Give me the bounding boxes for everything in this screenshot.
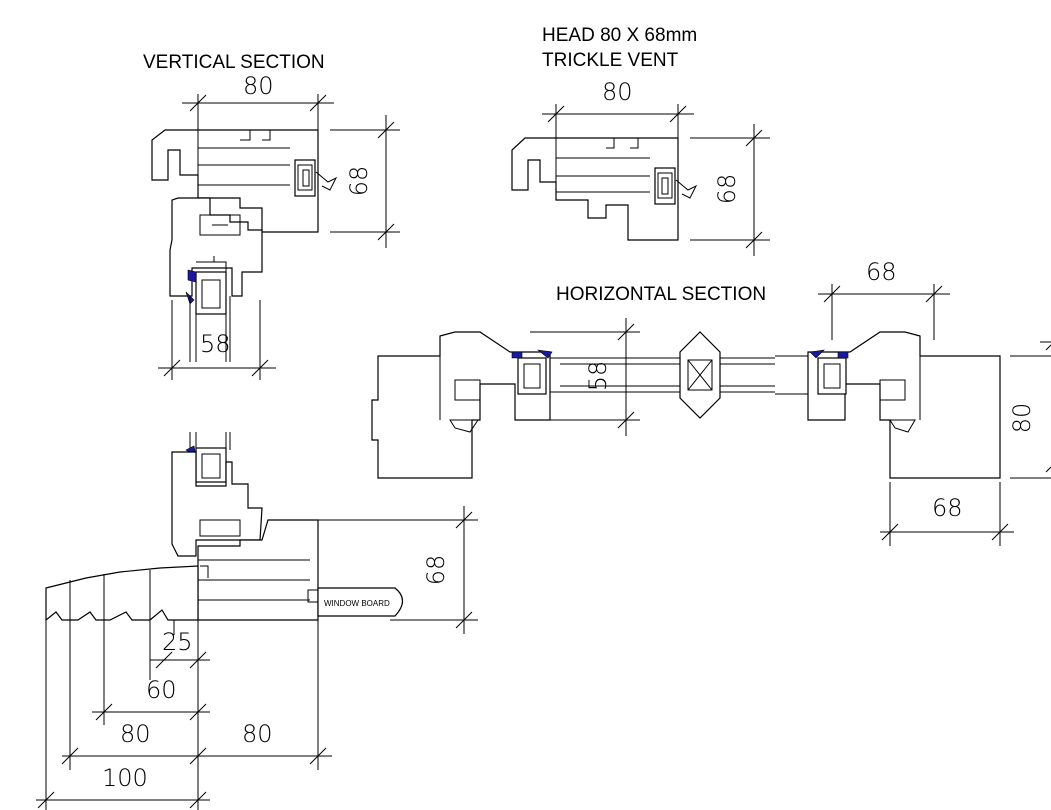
- sill-80-right-dim: 80: [242, 720, 273, 748]
- sill-100-dim: 100: [102, 764, 148, 792]
- vs-width-dim: 80: [243, 72, 274, 100]
- sill-section: WINDOW BOARD 68 25 60 80 80 100: [36, 432, 478, 810]
- vs-glazing-dim: 58: [200, 330, 231, 358]
- head-trickle-vent-section: 80 68: [511, 78, 770, 256]
- sill-80-left-dim: 80: [120, 720, 151, 748]
- sill-25-dim: 25: [162, 628, 193, 656]
- hs-bottom-dim: 68: [932, 494, 963, 522]
- hs-glazing-dim: 58: [584, 361, 612, 392]
- head-height-dim: 68: [713, 174, 741, 205]
- head-width-dim: 80: [602, 78, 633, 106]
- vertical-section-head: 80 68 58: [151, 72, 400, 380]
- hs-height-dim: 80: [1008, 403, 1036, 434]
- sill-height-dim: 68: [422, 555, 450, 586]
- window-board-label: WINDOW BOARD: [324, 599, 390, 608]
- horizontal-section-title: HORIZONTAL SECTION: [556, 284, 766, 305]
- head-title: HEAD 80 X 68mm: [542, 25, 697, 46]
- horizontal-section: 58 68 80 68: [371, 258, 1051, 546]
- vertical-section-title: VERTICAL SECTION: [143, 52, 325, 73]
- vs-height-dim: 68: [345, 166, 373, 197]
- hs-top-dim: 68: [866, 258, 897, 286]
- trickle-vent-title: TRICKLE VENT: [542, 50, 679, 71]
- sill-60-dim: 60: [146, 676, 177, 704]
